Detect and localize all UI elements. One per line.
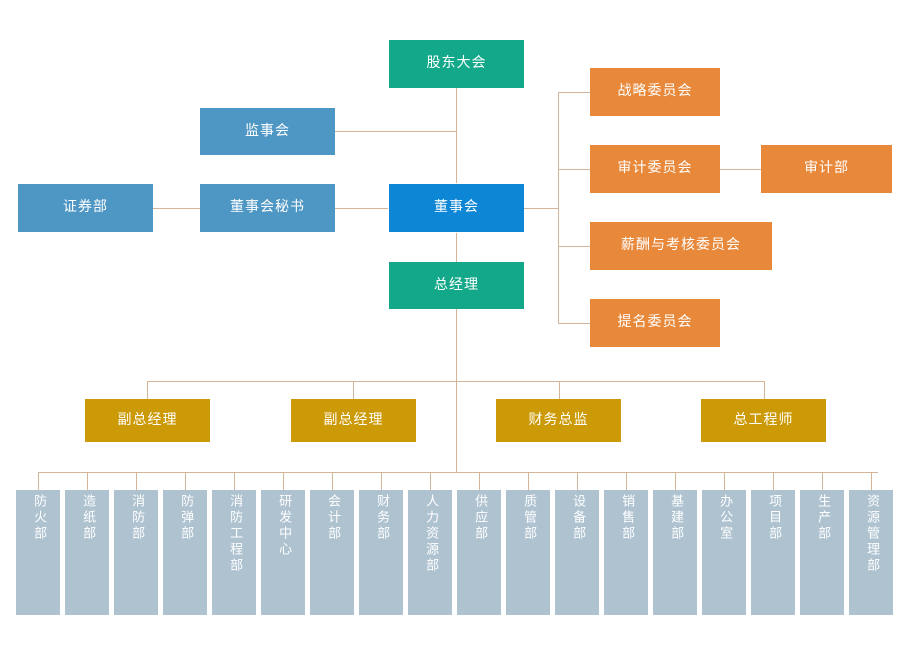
connector-dept-drop-12 (577, 472, 578, 490)
connector-dept-drop-11 (528, 472, 529, 490)
department-box[interactable]: 防弹部 (163, 490, 207, 615)
department-box[interactable]: 质管部 (506, 490, 550, 615)
department-box[interactable]: 基建部 (653, 490, 697, 615)
department-box[interactable]: 研发中心 (261, 490, 305, 615)
connector-dept-drop-8 (381, 472, 382, 490)
connector-supervisory-to-spine (335, 131, 457, 132)
connector-dept-drop-10 (479, 472, 480, 490)
connector-dept-drop-16 (773, 472, 774, 490)
node-shareholders-meeting[interactable]: 股东大会 (389, 40, 524, 88)
connector-board-to-committee-bus (524, 208, 558, 209)
connector-dept-drop-9 (430, 472, 431, 490)
node-executive-deputy-gm-2[interactable]: 副总经理 (291, 399, 416, 442)
connector-dept-drop-6 (283, 472, 284, 490)
node-general-manager[interactable]: 总经理 (389, 262, 524, 309)
department-box[interactable]: 消防部 (114, 490, 158, 615)
connector-committee-bus (558, 92, 559, 324)
node-supervisory-board[interactable]: 监事会 (200, 108, 335, 155)
connector-dept-drop-7 (332, 472, 333, 490)
node-executive-cfo[interactable]: 财务总监 (496, 399, 621, 442)
department-box[interactable]: 造纸部 (65, 490, 109, 615)
department-box[interactable]: 会计部 (310, 490, 354, 615)
connector-exec-to-dept-bus (456, 381, 457, 472)
node-executive-chief-engineer[interactable]: 总工程师 (701, 399, 826, 442)
connector-dept-drop-18 (871, 472, 872, 490)
department-box[interactable]: 供应部 (457, 490, 501, 615)
node-securities-department[interactable]: 证券部 (18, 184, 153, 232)
connector-dept-bus (38, 472, 878, 473)
connector-exec-drop-1 (147, 381, 148, 399)
department-box[interactable]: 消防工程部 (212, 490, 256, 615)
connector-dept-drop-13 (626, 472, 627, 490)
connector-dept-drop-3 (136, 472, 137, 490)
connector-bus-to-committee-1 (558, 92, 590, 93)
connector-bus-to-committee-4 (558, 323, 590, 324)
connector-bus-to-committee-3 (558, 246, 590, 247)
node-committee-compensation[interactable]: 薪酬与考核委员会 (590, 222, 772, 270)
department-box[interactable]: 资源管理部 (849, 490, 893, 615)
department-box[interactable]: 防火部 (16, 490, 60, 615)
connector-dept-drop-15 (724, 472, 725, 490)
connector-dept-drop-4 (185, 472, 186, 490)
connector-exec-drop-3 (559, 381, 560, 399)
department-box[interactable]: 财务部 (359, 490, 403, 615)
department-box[interactable]: 销售部 (604, 490, 648, 615)
connector-dept-drop-14 (675, 472, 676, 490)
node-board-secretary[interactable]: 董事会秘书 (200, 184, 335, 232)
department-box[interactable]: 项目部 (751, 490, 795, 615)
connector-exec-drop-4 (764, 381, 765, 399)
connector-dept-drop-5 (234, 472, 235, 490)
connector-securities-to-secretary (153, 208, 203, 209)
connector-shareholders-to-board (456, 88, 457, 183)
node-executive-deputy-gm-1[interactable]: 副总经理 (85, 399, 210, 442)
connector-gm-to-exec-bus (456, 309, 457, 381)
connector-board-to-gm (456, 233, 457, 265)
connector-dept-drop-1 (38, 472, 39, 490)
node-committee-strategy[interactable]: 战略委员会 (590, 68, 720, 116)
node-board-of-directors[interactable]: 董事会 (389, 184, 524, 232)
connector-secretary-to-board (335, 208, 388, 209)
node-audit-department[interactable]: 审计部 (761, 145, 892, 193)
node-committee-nomination[interactable]: 提名委员会 (590, 299, 720, 347)
connector-exec-drop-2 (353, 381, 354, 399)
department-box[interactable]: 办公室 (702, 490, 746, 615)
node-committee-audit[interactable]: 审计委员会 (590, 145, 720, 193)
connector-bus-to-committee-2 (558, 169, 590, 170)
connector-dept-drop-2 (87, 472, 88, 490)
connector-dept-drop-17 (822, 472, 823, 490)
department-box[interactable]: 人力资源部 (408, 490, 452, 615)
department-box[interactable]: 生产部 (800, 490, 844, 615)
connector-audit-committee-to-audit-dept (720, 169, 761, 170)
department-box[interactable]: 设备部 (555, 490, 599, 615)
